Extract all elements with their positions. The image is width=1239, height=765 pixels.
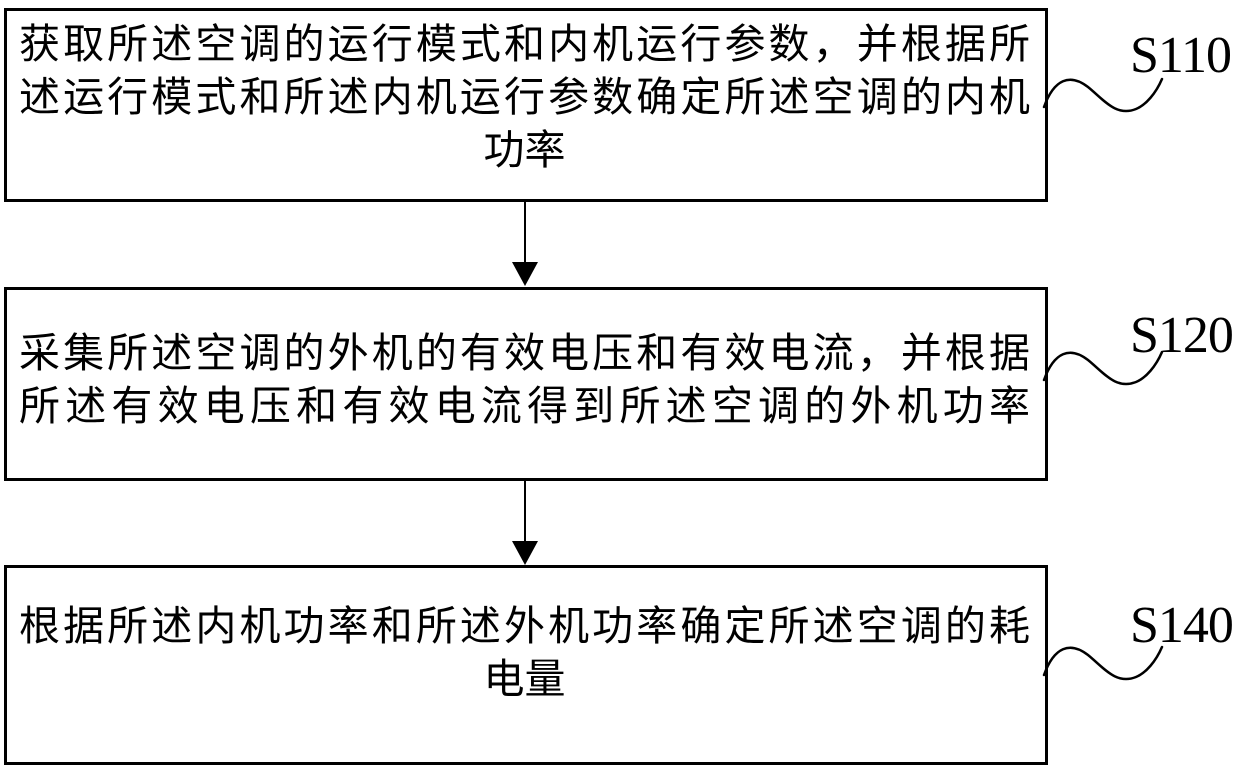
text-line: 所述有效电压和有效电流得到所述空调的外机功率 [19,383,1030,429]
process-box-s110: 获取所述空调的运行模式和内机运行参数，并根据所 述运行模式和所述内机运行参数确定… [4,8,1048,202]
text-line: 述运行模式和所述内机运行参数确定所述空调的内机 [19,74,1030,120]
process-box-s140-text: 根据所述内机功率和所述外机功率确定所述空调的耗 电量 [19,600,1030,706]
reference-squiggle-line [1042,77,1164,113]
step-label-s140: S140 [1130,597,1234,654]
text-line: 电量 [483,656,566,702]
text-line: 功率 [483,127,566,173]
text-line: 获取所述空调的运行模式和内机运行参数，并根据所 [19,21,1030,67]
step-label-s110: S110 [1130,27,1232,84]
text-line: 采集所述空调的外机的有效电压和有效电流，并根据 [19,330,1030,376]
flow-arrow-shaft [524,202,526,263]
process-box-s110-text: 获取所述空调的运行模式和内机运行参数，并根据所 述运行模式和所述内机运行参数确定… [19,18,1030,177]
process-box-s120: 采集所述空调的外机的有效电压和有效电流，并根据 所述有效电压和有效电流得到所述空… [4,287,1048,481]
reference-squiggle-line [1042,645,1164,681]
reference-squiggle-line [1042,350,1164,386]
step-label-s120: S120 [1130,307,1234,364]
process-box-s140: 根据所述内机功率和所述外机功率确定所述空调的耗 电量 [4,565,1048,765]
flow-arrow-head-icon [512,262,538,286]
text-line: 根据所述内机功率和所述外机功率确定所述空调的耗 [19,603,1030,649]
process-box-s120-text: 采集所述空调的外机的有效电压和有效电流，并根据 所述有效电压和有效电流得到所述空… [19,327,1030,433]
flow-arrow-shaft [524,481,526,542]
flow-arrow-head-icon [512,541,538,565]
